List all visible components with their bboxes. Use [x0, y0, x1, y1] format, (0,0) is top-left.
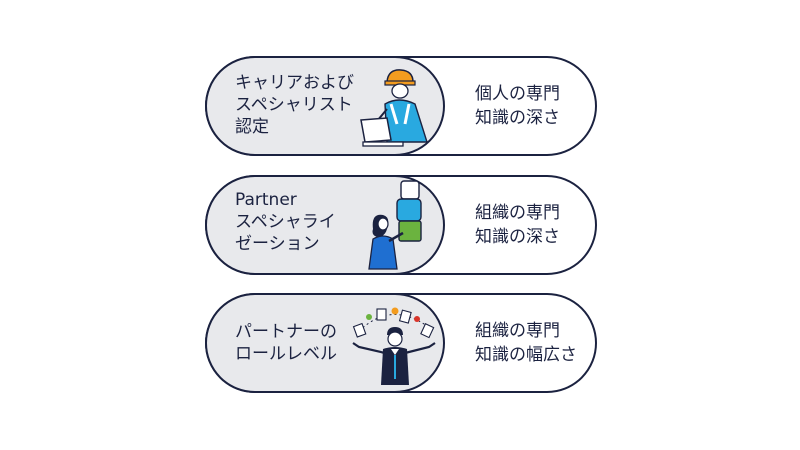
level-row-1: キャリアおよび スペシャリスト 認定 個人の専門 知識の深さ: [205, 56, 597, 170]
level-title: キャリアおよび スペシャリスト 認定: [235, 73, 354, 137]
level-title: パートナーの ロールレベル: [235, 322, 337, 364]
level-row-2: Partner スペシャライ ゼーション 組織の専門 知識の深さ: [205, 175, 597, 289]
level-description: 組織の専門 知識の幅広さ: [475, 321, 577, 365]
woman-stacking-blocks-icon: [368, 180, 422, 270]
level-title: Partner スペシャライ ゼーション: [235, 190, 336, 254]
man-juggling-documents-icon: [352, 307, 436, 385]
level-row-3: パートナーの ロールレベル 組織の専門 知識の幅広さ: [205, 293, 597, 393]
worker-with-laptop-icon: [360, 69, 428, 147]
level-description: 個人の専門 知識の深さ: [475, 84, 560, 128]
level-description: 組織の専門 知識の深さ: [475, 203, 560, 247]
